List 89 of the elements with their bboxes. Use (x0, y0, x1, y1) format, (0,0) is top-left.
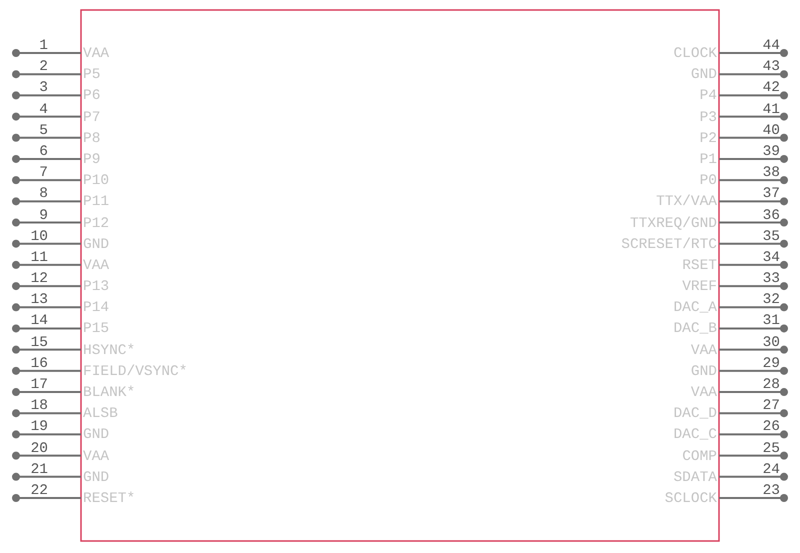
pin-name: DAC_A (673, 300, 717, 316)
pin-name: P2 (700, 130, 717, 147)
pin-name: ALSB (83, 406, 118, 422)
pin-name: CLOCK (673, 46, 717, 62)
pin-number: 31 (762, 313, 780, 330)
pin-name: P0 (700, 173, 717, 190)
pin-number: 27 (762, 398, 780, 414)
pin-number: 12 (30, 271, 48, 288)
pin-name: SDATA (673, 470, 717, 486)
pin-number: 26 (762, 419, 780, 436)
pin-number: 24 (762, 462, 780, 478)
pin-name: P12 (83, 216, 110, 232)
pin-number: 10 (30, 228, 48, 245)
pin-number: 4 (39, 102, 48, 118)
pin-number: 14 (30, 313, 48, 330)
pin-name: P15 (83, 321, 110, 338)
pin-number: 32 (762, 292, 780, 308)
pin-number: 15 (30, 334, 48, 351)
pin-name: GND (83, 236, 110, 253)
pin-name: VAA (690, 342, 717, 359)
pin-number: 36 (762, 208, 780, 224)
pin-name: DAC_D (673, 406, 717, 422)
pin-number: 43 (762, 59, 780, 76)
pin-number: 35 (762, 228, 780, 245)
pin-number: 22 (30, 482, 48, 499)
pin-number: 9 (39, 208, 48, 224)
pin-name: VAA (83, 46, 110, 62)
pin-name: P10 (83, 173, 110, 190)
pin-name: P7 (83, 110, 100, 126)
pin-number: 7 (39, 165, 48, 182)
pin-number: 38 (762, 165, 780, 182)
pin-number: 23 (762, 482, 780, 499)
pin-number: 44 (762, 38, 780, 54)
pin-name: SCRESET/RTC (621, 236, 717, 253)
pin-name: VAA (690, 385, 717, 402)
ic-body (80, 9, 720, 542)
pin-number: 33 (762, 271, 780, 288)
pin-name: P14 (83, 300, 110, 316)
pin-number: 20 (30, 440, 48, 457)
pin-number: 6 (39, 144, 48, 160)
pin-number: 11 (30, 250, 48, 266)
pin-number: 5 (39, 122, 48, 139)
pin-name: FIELD/VSYNC* (83, 364, 188, 380)
pin-number: 40 (762, 122, 780, 139)
pin-name: P1 (700, 152, 717, 168)
pin-number: 41 (762, 102, 780, 118)
pin-name: GND (83, 427, 110, 444)
pin-number: 39 (762, 144, 780, 160)
pin-name: P3 (700, 110, 717, 126)
pin-name: COMP (682, 448, 717, 465)
pin-name: SCLOCK (664, 490, 717, 507)
pin-number: 28 (762, 377, 780, 394)
pin-name: VAA (83, 258, 110, 274)
pin-number: 42 (762, 80, 780, 96)
pin-number: 34 (762, 250, 780, 266)
pin-name: GND (83, 470, 110, 486)
pin-name: P9 (83, 152, 100, 168)
pin-number: 21 (30, 462, 48, 478)
pin-name: GND (690, 364, 717, 380)
pin-name: DAC_C (673, 427, 717, 444)
pin-number: 18 (30, 398, 48, 414)
pin-name: RESET* (83, 490, 136, 507)
pin-number: 25 (762, 440, 780, 457)
pin-name: P13 (83, 279, 110, 296)
pin-name: RSET (682, 258, 717, 274)
pin-number: 17 (30, 377, 48, 394)
pin-number: 13 (30, 292, 48, 308)
pin-name: P6 (83, 88, 100, 104)
pin-number: 37 (762, 186, 780, 202)
pin-number: 3 (39, 80, 48, 96)
pin-number: 19 (30, 419, 48, 436)
pin-name: VREF (682, 279, 717, 296)
pin-number: 1 (39, 38, 48, 54)
pin-name: P5 (83, 67, 100, 84)
pin-number: 8 (39, 186, 48, 202)
pin-name: TTX/VAA (656, 194, 717, 210)
pin-name: P11 (83, 194, 110, 210)
pin-name: BLANK* (83, 385, 136, 402)
pin-name: VAA (83, 448, 110, 465)
pin-name: GND (690, 67, 717, 84)
pin-number: 2 (39, 59, 48, 76)
pin-name: P8 (83, 130, 100, 147)
pin-name: DAC_B (673, 321, 717, 338)
pin-number: 16 (30, 356, 48, 372)
pin-name: TTXREQ/GND (630, 216, 717, 232)
pin-name: P4 (700, 88, 717, 104)
pin-name: HSYNC* (83, 342, 136, 359)
pin-number: 29 (762, 356, 780, 372)
pin-number: 30 (762, 334, 780, 351)
